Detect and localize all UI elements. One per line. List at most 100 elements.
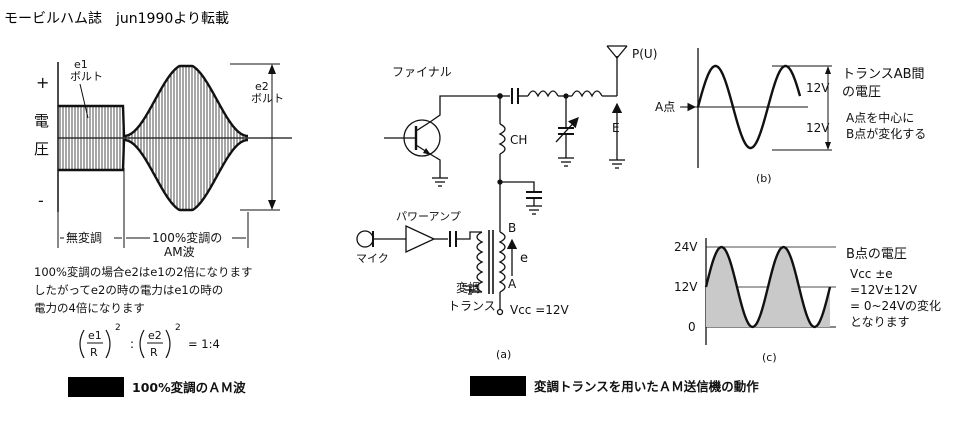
transformer-ab-wave [696,64,802,150]
antenna-label: P(U) [632,47,657,61]
ground-symbol-antenna [609,150,625,169]
caption-right: 変調トランスを用いたＡＭ送信機の動作 [534,379,759,394]
mic-symbol [356,230,374,248]
e2-unit: ボルト [251,92,284,105]
formula-e1: e1 [88,329,102,342]
b-point-wave [704,245,832,329]
collector-wire [429,95,500,123]
voltage-label-2: 圧 [34,140,49,158]
vcc-label: Vcc =12V [510,303,570,317]
paren-close-1 [105,329,111,359]
note-b-1: A点を中心に [846,110,914,125]
formula-square-1: 2 [115,323,121,333]
b-point-label: B [508,221,516,235]
caption-left: 100%変調のＡＭ波 [132,380,246,395]
ground-symbol-emitter [432,177,448,187]
e2-arrow-top [268,64,276,74]
ground-symbol-primary [462,285,478,295]
ground-symbol-bypass [526,205,542,215]
plus-label: + [36,73,49,92]
primary-feed-wire [456,231,482,240]
transformer-voltage-figure: A点 12V 12V トランスAB間 の電圧 A点を中心に B点が変化する (b… [655,48,926,185]
formula-e2: e2 [148,329,162,342]
formula-r2: R [150,346,158,359]
formula-result: = 1:4 [188,337,220,351]
voltage-label-1: 電 [34,112,49,130]
lower-envelope [58,138,248,212]
emitter-wire [429,153,441,178]
note-line-3: 電力の4倍になります [34,301,145,315]
e-voltage-label: e [520,251,528,266]
e2-arrow-bottom [268,200,276,210]
am-label-2: AM波 [164,245,195,259]
e2-label: e2 [255,80,269,93]
v-bottom-b: 12V [806,121,830,135]
transformer-secondary [498,231,506,293]
am-label-1: 100%変調の [152,230,222,245]
dim-b-arrow-top [825,66,831,74]
subfigure-b-label: (b) [756,172,772,185]
b-point-voltage-figure: 24V 12V 0 B点の電圧 Vcc ±e =12V±12V = 0~24Vの… [674,238,941,364]
paren-open-1 [79,329,85,359]
page-title: モービルハム誌 jun1990より転載 [4,11,229,27]
y-24v-c: 24V [674,240,698,254]
transistor-collector [415,121,431,132]
formula-square-2: 2 [175,323,181,333]
note-c-3: = 0~24Vの変化 [850,298,941,313]
note-line-2: したがってe2の時の電力はe1の時の [34,283,223,297]
a-point-b: A点 [655,100,675,114]
primary-return-wire [469,286,482,293]
e-label: E [612,121,620,135]
e1-label: e1 [74,58,88,71]
subfigure-a-label: (a) [496,348,511,361]
caption-marker-right [470,376,526,396]
mic-label: マイク [356,252,389,265]
y-zero-c: 0 [688,320,696,334]
note-c-2: =12V±12V [850,283,918,297]
note-b-2: B点が変化する [846,126,926,141]
vcc-terminal [496,308,504,316]
am-transmitter-circuit: ファイナル P(U) E [356,45,657,361]
dim-b-arrow-bottom [825,142,831,150]
ground-symbol-trimmer [558,157,574,167]
minus-label: - [38,191,44,210]
power-ratio-formula: e1 R 2 : e2 R 2 = 1:4 [79,323,220,359]
transformer-label-1: 変調 [456,280,480,295]
choke-label: CH [510,133,527,147]
title-box: モービルハム誌 jun1990より転載 [0,0,300,28]
e1-unit: ボルト [70,70,103,83]
title-b-2: の電圧 [842,85,881,100]
no-mod-label: 無変調 [66,230,102,245]
title-c: B点の電圧 [846,247,907,262]
final-label: ファイナル [392,65,452,79]
emitter-arrow [423,148,431,155]
formula-r1: R [90,346,98,359]
am-wave-figure: + - 電 圧 e1 ボルト e2 ボルト 無変調 100%変調の AM波 10… [34,58,292,397]
a-point-label: A [508,277,517,291]
formula-colon: : [130,337,134,351]
choke-coil [498,123,506,155]
transformer-primary [476,231,484,293]
note-c-1: Vcc ±e [850,267,893,281]
power-amp-label: パワーアンプ [396,210,461,223]
paren-close-2 [165,329,171,359]
transformer-label-2: トランス [448,299,496,313]
subfigure-c-label: (c) [762,351,777,364]
upper-envelope [58,64,248,138]
y-12v-c: 12V [674,280,698,294]
note-line-1: 100%変調の場合e2はe1の2倍になります [34,265,252,279]
caption-marker-left [68,377,124,397]
carrier-hatching [59,66,247,210]
antenna-symbol [606,45,628,60]
paren-open-2 [139,329,145,359]
inductor-2 [571,90,603,98]
bypass-wire [500,181,535,192]
note-c-4: となります [850,315,910,329]
trimmer-arrow [555,117,579,143]
inductor-1 [527,90,559,98]
e1-leader [79,83,89,119]
v-top-b: 12V [806,81,830,95]
power-amp-symbol [405,224,436,254]
title-b-1: トランスAB間 [842,67,925,82]
